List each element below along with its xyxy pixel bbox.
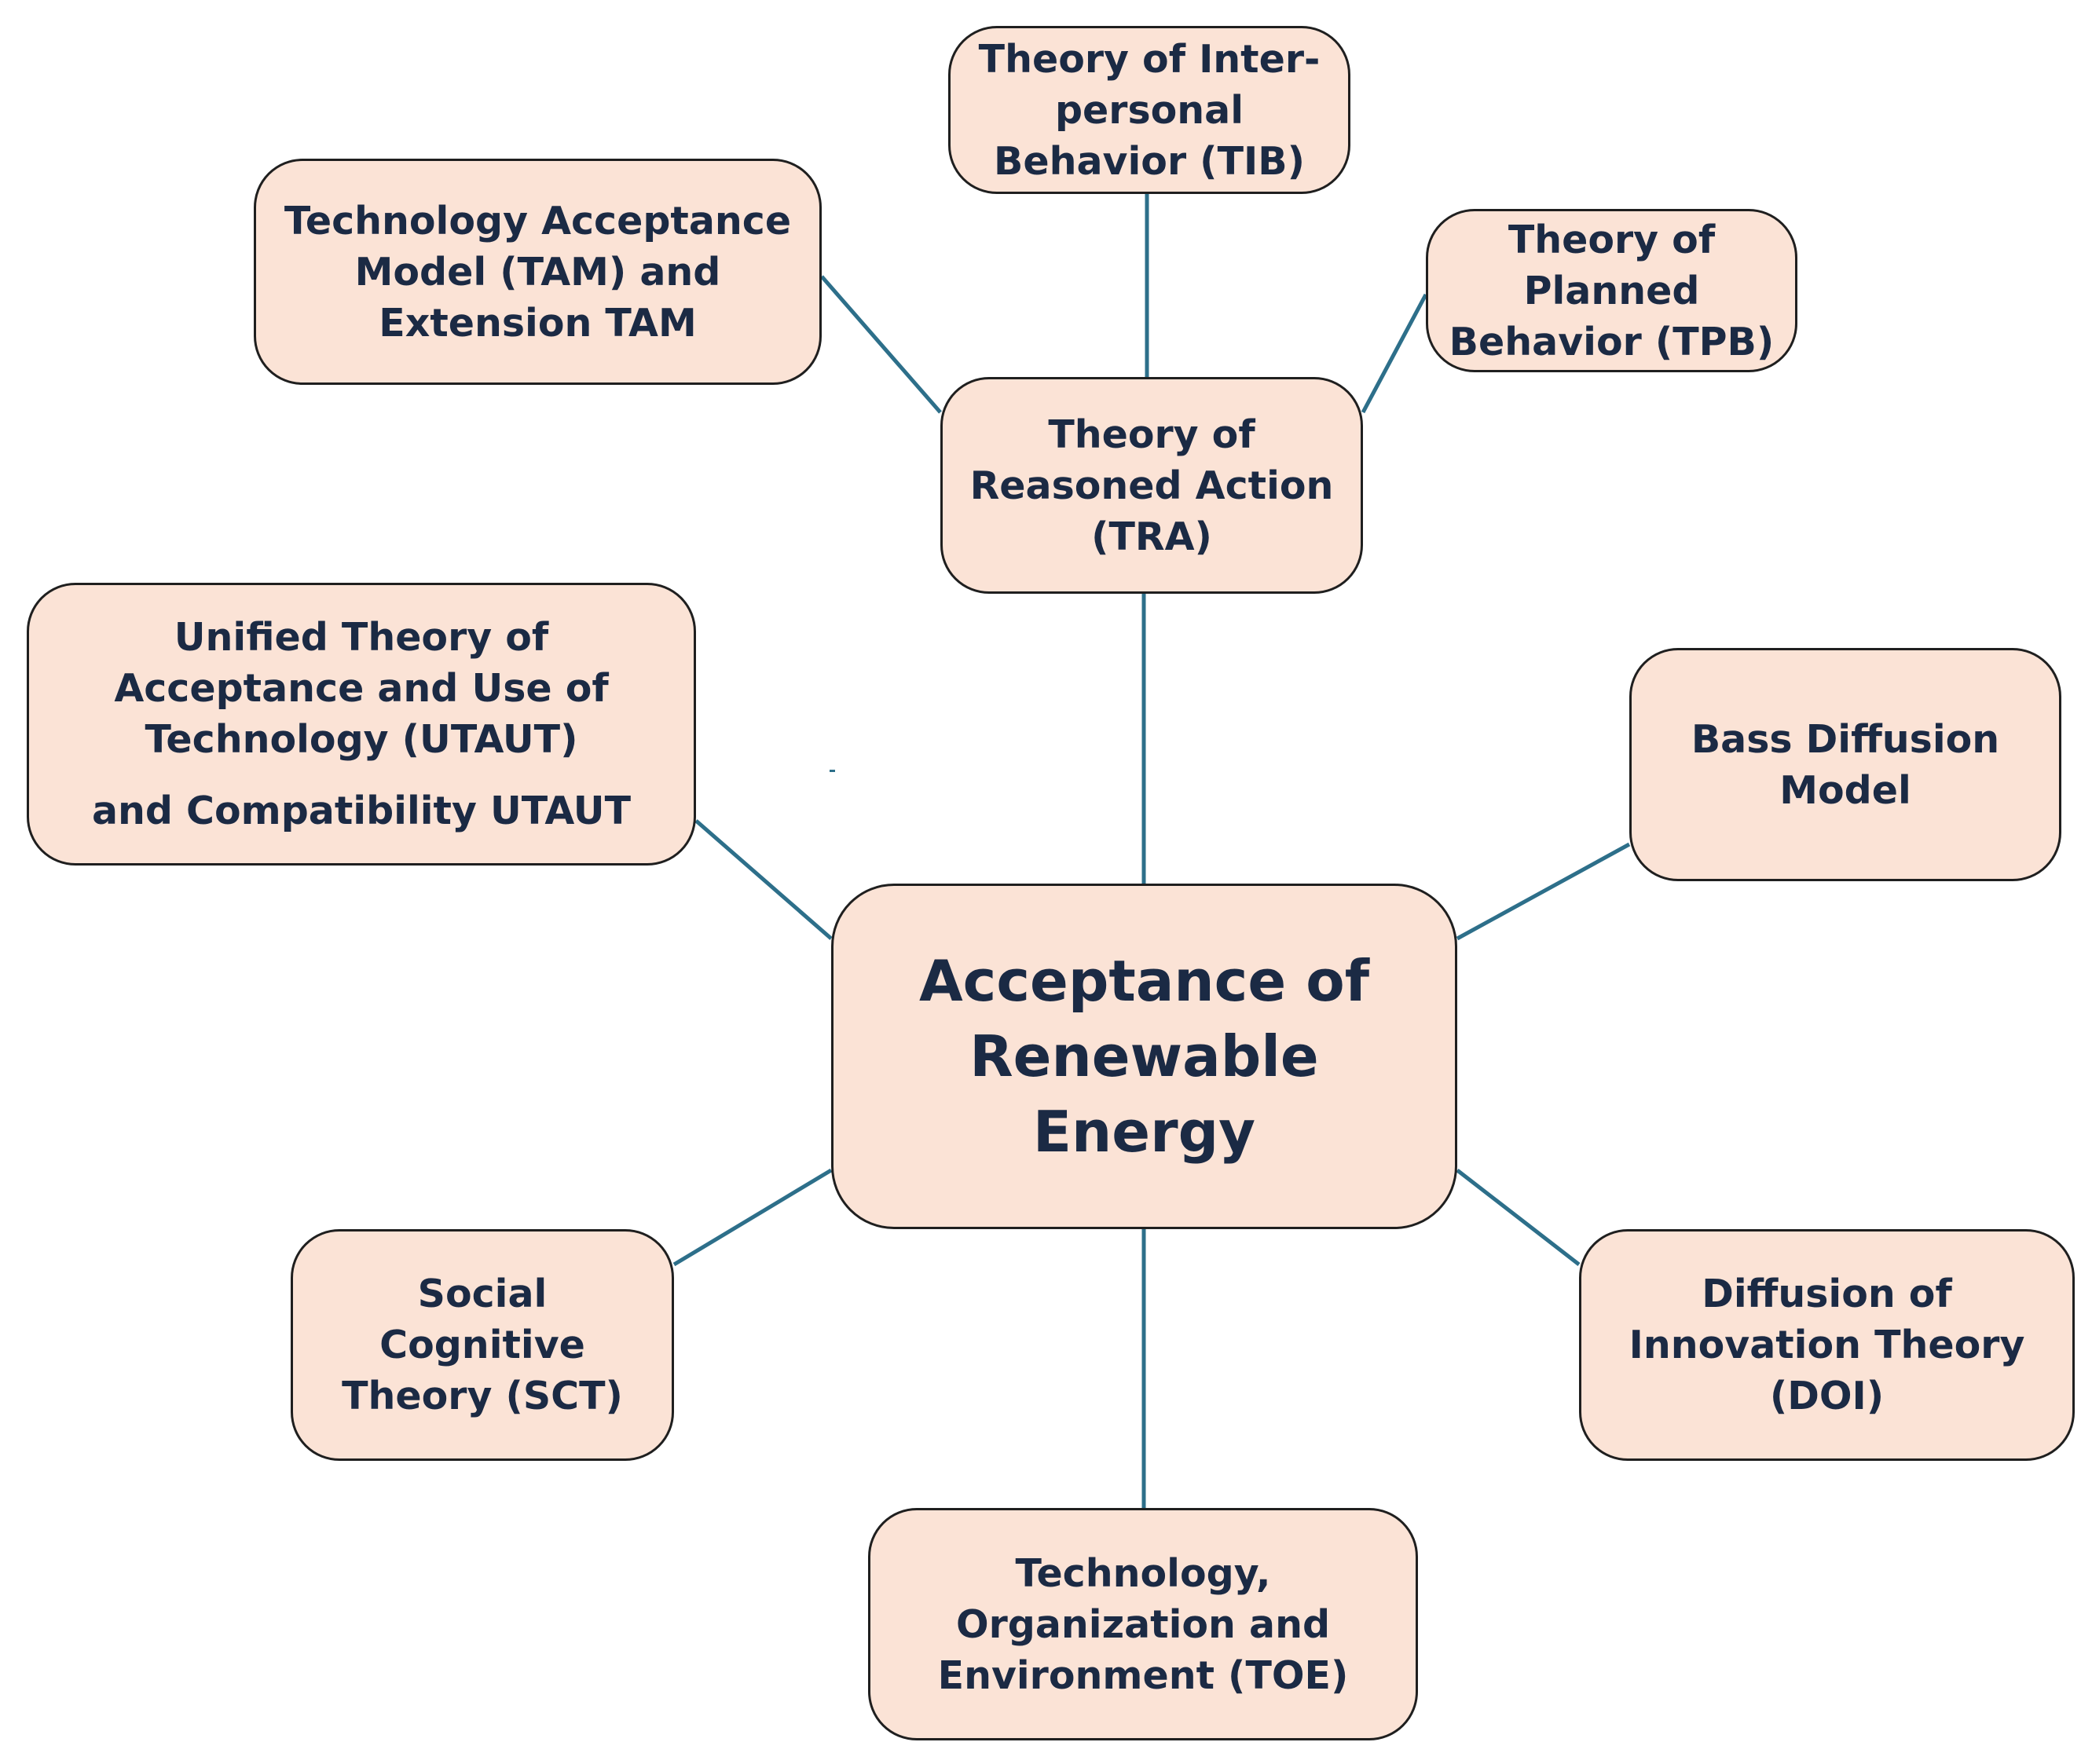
node-label-line: Planned bbox=[1523, 268, 1700, 313]
node-sct: Social Cognitive Theory (SCT) bbox=[291, 1229, 674, 1461]
node-label-line: Organization and bbox=[955, 1601, 1331, 1647]
node-label-line: Technology (UTAUT) bbox=[145, 717, 578, 762]
node-label-line: Technology, bbox=[1015, 1550, 1271, 1596]
edge-center-bass bbox=[1456, 842, 1631, 941]
edge-center-doi bbox=[1456, 1169, 1581, 1266]
stray-mark bbox=[830, 770, 835, 772]
node-toe: Technology, Organization and Environment… bbox=[868, 1508, 1418, 1740]
node-label-line: Innovation Theory bbox=[1629, 1323, 2025, 1367]
node-bass: Bass Diffusion Model bbox=[1629, 648, 2061, 881]
node-label-line: Acceptance and Use of bbox=[114, 666, 609, 711]
node-label-line: Theory of bbox=[1048, 412, 1255, 457]
node-label-line: Behavior (TPB) bbox=[1449, 319, 1775, 364]
node-utaut: Unified Theory of Acceptance and Use of … bbox=[27, 583, 696, 866]
node-tib: Theory of Inter- personal Behavior (TIB) bbox=[948, 26, 1350, 194]
node-label-line: Theory (SCT) bbox=[342, 1374, 623, 1418]
node-acceptance-of-renewable-energy: Acceptance of Renewable Energy bbox=[831, 884, 1457, 1229]
node-label-line: Cognitive bbox=[379, 1323, 585, 1367]
node-label-line: Renewable bbox=[969, 1023, 1319, 1089]
node-label-line: (TRA) bbox=[1091, 514, 1212, 559]
node-tpb: Theory of Planned Behavior (TPB) bbox=[1426, 209, 1797, 372]
node-tra: Theory of Reasoned Action (TRA) bbox=[940, 377, 1363, 594]
node-label-line: Acceptance of bbox=[918, 948, 1370, 1014]
node-tam: Technology Acceptance Model (TAM) and Ex… bbox=[254, 159, 822, 385]
node-label-line: Environment (TOE) bbox=[937, 1652, 1349, 1698]
node-label-line: Model (TAM) and bbox=[354, 249, 721, 295]
node-label-line: Energy bbox=[1032, 1099, 1256, 1165]
node-doi: Diffusion of Innovation Theory (DOI) bbox=[1579, 1229, 2075, 1461]
node-label-line: personal bbox=[1054, 87, 1244, 133]
node-label-line: and Compatibility UTAUT bbox=[91, 789, 632, 833]
node-label-line: Theory of bbox=[1508, 217, 1716, 262]
node-label-line: Technology Acceptance bbox=[284, 198, 792, 243]
node-label-line: Unified Theory of bbox=[174, 615, 549, 660]
node-label-line: Extension TAM bbox=[379, 300, 697, 346]
edge-tra-tam bbox=[820, 275, 942, 414]
edge-tra-tpb bbox=[1361, 293, 1428, 414]
node-label-line: Theory of Inter- bbox=[978, 36, 1321, 82]
node-label-line: Bass Diffusion bbox=[1691, 716, 2000, 762]
edge-center-sct bbox=[672, 1168, 833, 1267]
node-label-line: Reasoned Action bbox=[969, 463, 1334, 508]
node-label-line: Social bbox=[417, 1272, 548, 1316]
node-label-line: Behavior (TIB) bbox=[994, 138, 1305, 184]
node-label-line: (DOI) bbox=[1769, 1374, 1885, 1418]
node-label-line: Diffusion of bbox=[1702, 1272, 1952, 1316]
node-label-line: Model bbox=[1779, 767, 1911, 813]
edge-center-utaut bbox=[694, 819, 833, 940]
